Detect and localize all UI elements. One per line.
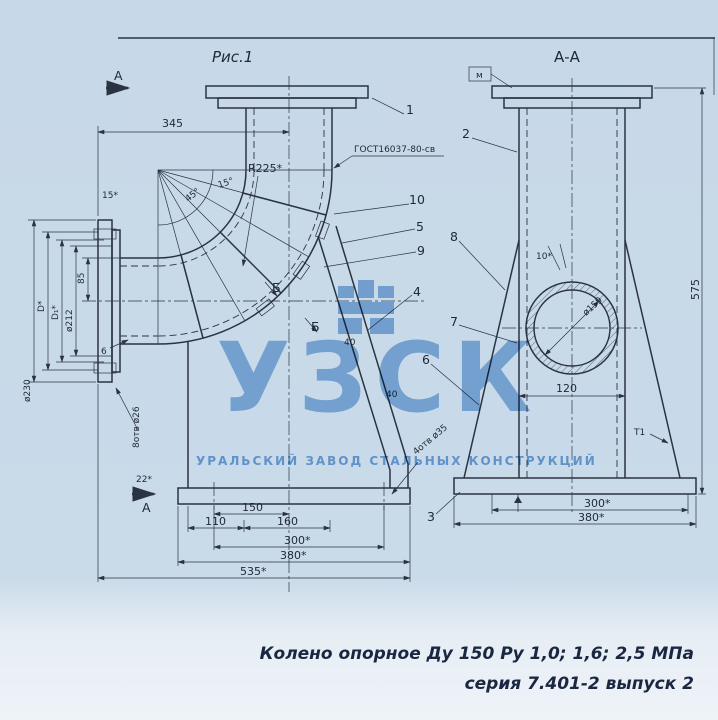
fan-angle-a: 45° (184, 187, 203, 205)
dim-wall-6-label: 6 (101, 347, 107, 357)
front-view: Рис.1 А А (23, 48, 450, 592)
view-arrow-b1: Б (264, 280, 281, 297)
dim-40-upper: 40 (344, 338, 356, 348)
caption-line-2: серия 7.401-2 выпуск 2 (464, 673, 694, 694)
section-base-plate (453, 477, 697, 495)
callout-7: 7 (450, 314, 458, 329)
base-holes-label: 4отв ø35 (412, 423, 450, 457)
left-dim-stack (28, 219, 120, 383)
mark-flag: м (468, 66, 513, 89)
section-dim-380-label: 380* (578, 511, 605, 524)
weld-t1-label: Т1 (633, 428, 645, 438)
section-pipe (518, 108, 626, 478)
dim-r225-label: R225* (248, 162, 283, 175)
weld-note: ГОСТ16037-80-св (333, 145, 444, 169)
bottom-dims (97, 384, 411, 582)
section-view: А-А м ø159 (422, 48, 706, 528)
support-column (177, 342, 411, 510)
section-callouts: 2 8 7 6 3 (422, 126, 518, 524)
mark-flag-label: м (476, 71, 483, 81)
segment-fan-lines (157, 169, 332, 344)
top-flange (205, 85, 369, 109)
view-label-b2: Б (311, 319, 320, 334)
callout-8: 8 (450, 229, 458, 244)
callout-10: 10 (409, 192, 425, 207)
base-holes-note: 4отв ø35 (391, 423, 450, 495)
view-label-b1: Б (272, 280, 281, 295)
flange-holes-label: 8отв ø26 (132, 406, 142, 448)
dim-d1-label: D₁* (51, 304, 61, 320)
dim-575-label: 575 (689, 279, 702, 300)
dim-230-label: ø230 (23, 379, 33, 402)
angle-22-label: 22* (136, 475, 152, 485)
view-arrow-b2: Б (304, 317, 320, 334)
dim-160-label: 160 (277, 515, 298, 528)
angle-10: 10* (536, 243, 567, 271)
branch-hole (525, 281, 619, 375)
technical-drawing: Рис.1 А А (23, 37, 715, 592)
vertical-pipe (245, 108, 333, 172)
caption-line-1: Колено опорное Ду 150 Ру 1,0; 1,6; 2,5 М… (259, 644, 694, 664)
dim-r225: R225* (241, 162, 283, 267)
callout-2: 2 (462, 126, 470, 141)
angle-10-label: 10* (536, 252, 552, 262)
flange-holes-note: 8отв ø26 (115, 387, 142, 448)
dim-120: 120 (518, 382, 626, 399)
callout-4: 4 (413, 284, 421, 299)
section-arrow-bottom: А (132, 486, 157, 515)
callout-1: 1 (406, 102, 414, 117)
dim-40-lower: 40 (386, 390, 398, 400)
frame-edge (118, 37, 715, 95)
dim-120-label: 120 (556, 382, 577, 395)
angle-15-label: 15* (102, 191, 118, 201)
dim-110-label: 110 (205, 515, 226, 528)
section-top-flange (491, 85, 653, 109)
weld-note-text: ГОСТ16037-80-св (354, 145, 435, 155)
fan-angle-b: 15° (217, 176, 235, 190)
dim-575: 575 (654, 87, 706, 495)
dim-150-label: 150 (242, 501, 263, 514)
dim-380-label: 380* (280, 549, 307, 562)
section-label-top: А (114, 68, 123, 83)
dim-535-label: 535* (240, 565, 267, 578)
front-view-title: Рис.1 (212, 48, 253, 66)
section-dim-300-label: 300* (584, 497, 611, 510)
section-bottom-dims (453, 494, 697, 528)
callout-5: 5 (416, 219, 424, 234)
dim-wall-6: 6 (101, 339, 129, 357)
left-flange (93, 219, 121, 383)
dim-85-label: 85 (77, 273, 87, 284)
section-arrow-top: А (106, 68, 131, 96)
dim-d-label: D* (37, 300, 47, 312)
weld-t1: Т1 (633, 428, 669, 444)
callout-9: 9 (417, 243, 425, 258)
section-view-title: А-А (554, 48, 581, 66)
dim-345-label: 345 (162, 117, 183, 130)
support-strut (317, 225, 409, 488)
callout-3: 3 (427, 509, 435, 524)
front-callouts: 1 10 5 9 4 (323, 97, 425, 331)
dim-212-label: ø212 (65, 309, 75, 332)
weld-tabs (255, 220, 330, 317)
drawing-caption: Колено опорное Ду 150 Ру 1,0; 1,6; 2,5 М… (260, 640, 694, 700)
dim-300-label: 300* (284, 534, 311, 547)
dim-345: 345 (97, 117, 290, 216)
callout-6: 6 (422, 352, 430, 367)
gussets (463, 239, 681, 479)
weld-symbol (514, 494, 522, 512)
section-label-bottom: А (142, 500, 151, 515)
